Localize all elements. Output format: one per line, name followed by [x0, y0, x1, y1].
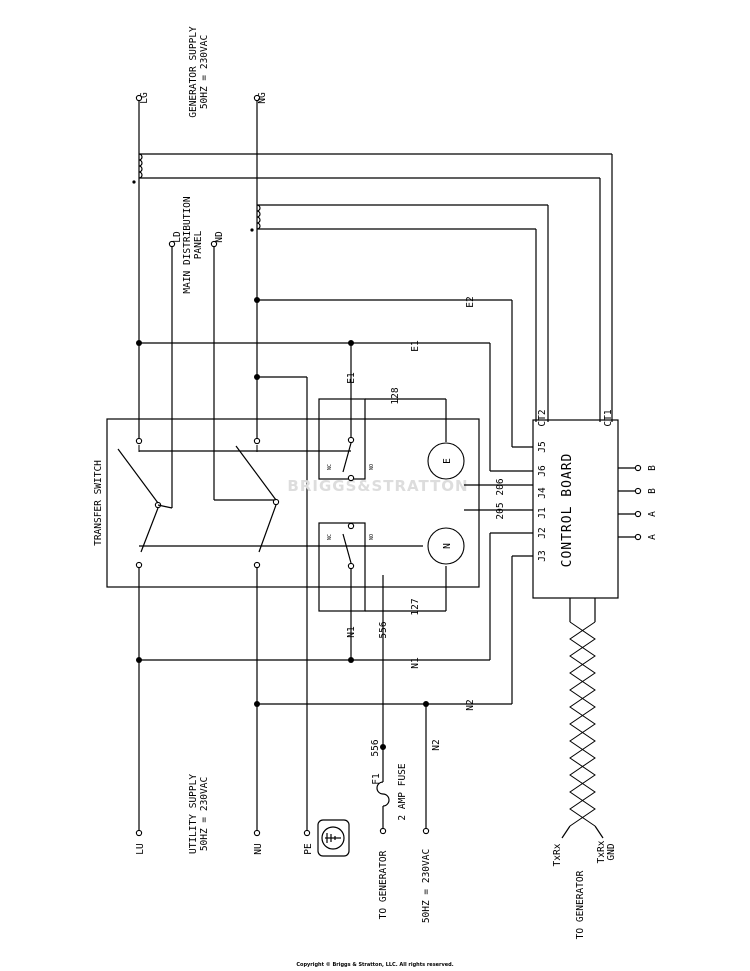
- relay-e-label: E: [442, 458, 453, 464]
- terminal-b-1: B: [647, 465, 658, 471]
- generator-supply-label-2: 50HZ = 230VAC: [199, 35, 210, 109]
- terminal-fuse-out: [379, 827, 387, 835]
- brand-watermark: BRIGGS&STRATTON: [287, 477, 468, 495]
- wire-label-128: 128: [390, 387, 401, 404]
- connector-j1: J1: [537, 507, 548, 519]
- wire-label-127: 127: [410, 598, 421, 615]
- transfer-switch-label: TRANSFER SWITCH: [93, 460, 104, 546]
- utility-supply-label-1: UTILITY SUPPLY: [188, 774, 199, 854]
- relay-n-box: [318, 522, 366, 612]
- terminal-ng: [253, 94, 261, 102]
- control-board-box: [532, 419, 619, 599]
- wire-label-n1-bottom: N1: [410, 657, 421, 669]
- relay-n-coil: [427, 527, 465, 565]
- connector-j3: J3: [537, 550, 548, 561]
- txrx-gnd-label-2: GND: [606, 843, 617, 860]
- wire-label-556-bottom: 556: [370, 739, 381, 756]
- relay-e-box: [318, 398, 366, 480]
- wire-label-556-top: 556: [378, 621, 389, 638]
- connector-ct2: CT2: [537, 409, 548, 426]
- relay-n-no: NO: [369, 534, 375, 540]
- ground-icon: [317, 819, 350, 857]
- label-lu: LU: [135, 843, 146, 855]
- to-generator-label-fuse: TO GENERATOR: [378, 850, 389, 919]
- fuse-rating: 2 AMP FUSE: [397, 763, 408, 820]
- to-generator-label-cable: TO GENERATOR: [575, 870, 586, 939]
- terminal-nd: [210, 240, 218, 248]
- wire-label-n2-bottom: N2: [465, 699, 476, 710]
- relay-e-nc: NC: [327, 464, 333, 470]
- relay-e-no: NO: [369, 464, 375, 470]
- twisted-pair-cable: [561, 598, 604, 839]
- terminal-lg: [135, 94, 143, 102]
- terminal-b-2: B: [647, 488, 658, 494]
- current-transformer-ng: [250, 204, 549, 422]
- terminal-lu: [135, 829, 143, 837]
- main-panel-label-1: MAIN DISTRIBUTION: [182, 196, 193, 294]
- terminal-ld: [168, 240, 176, 248]
- label-nu: NU: [253, 843, 264, 855]
- label-ld: LD: [172, 231, 183, 243]
- connector-j5: J5: [537, 441, 548, 452]
- terminal-a-2: A: [647, 534, 658, 540]
- current-transformer-lg: [132, 153, 613, 422]
- terminal-a-1: A: [647, 511, 658, 517]
- terminal-nu: [253, 829, 261, 837]
- label-pe: PE: [303, 843, 314, 855]
- generator-supply-label-1: GENERATOR SUPPLY: [188, 26, 199, 118]
- relay-n-nc: NC: [327, 534, 333, 540]
- terminal-n2-out: [422, 827, 430, 835]
- connector-j6: J6: [537, 465, 548, 477]
- wire-label-e2: E2: [465, 296, 476, 307]
- wire-label-n1-relay: N1: [346, 626, 357, 638]
- wire-label-e1-relay: E1: [346, 372, 357, 384]
- ac-supply-label: 50HZ = 230VAC: [421, 849, 432, 923]
- fuse-name: F1: [371, 773, 382, 785]
- wire-label-206: 206: [495, 478, 506, 495]
- connector-j2: J2: [537, 527, 548, 538]
- relay-e-coil: [427, 442, 465, 480]
- control-board-label: CONTROL BOARD: [560, 453, 575, 568]
- connector-j4: J4: [537, 487, 548, 499]
- wire-label-205: 205: [495, 502, 506, 519]
- txrx-gnd-label-1: TxRx: [596, 840, 607, 863]
- utility-supply-label-2: 50HZ = 230VAC: [199, 777, 210, 851]
- main-panel-label-2: PANEL: [193, 230, 204, 259]
- wire-label-e1-top: E1: [410, 340, 421, 352]
- label-lg: LG: [139, 92, 150, 104]
- label-nd: ND: [214, 231, 225, 243]
- terminal-pe: [303, 829, 311, 837]
- copyright-notice: Copyright © Briggs & Stratton, LLC. All …: [296, 962, 454, 968]
- wire-label-n2-vertical: N2: [431, 739, 442, 750]
- transfer-switch-box: [106, 418, 480, 588]
- fuse-f1-symbol: [376, 781, 390, 807]
- relay-n-label: N: [442, 543, 453, 549]
- txrx-label: TxRx: [552, 843, 563, 866]
- label-ng: NG: [257, 92, 268, 104]
- connector-ct1: CT1: [603, 409, 614, 426]
